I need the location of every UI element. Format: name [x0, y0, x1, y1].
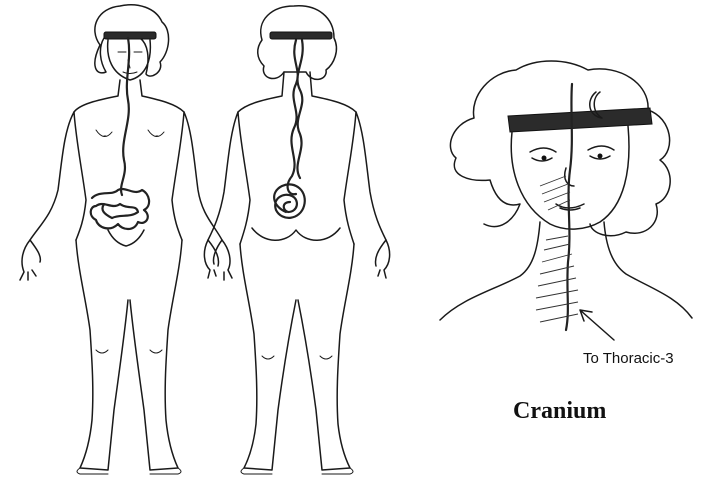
arrow-caption: To Thoracic-3	[583, 350, 723, 367]
closeup-shading	[536, 176, 578, 322]
cranium-closeup-figure	[440, 61, 692, 340]
back-legs	[240, 244, 354, 470]
back-body-figure	[204, 6, 389, 474]
back-left-hand	[204, 240, 218, 278]
front-hair	[95, 5, 169, 76]
front-right-hand	[213, 240, 232, 280]
front-abdominal-coil	[91, 189, 149, 229]
front-left-hand	[20, 240, 40, 280]
front-legs	[76, 240, 182, 470]
back-headband	[270, 32, 332, 39]
closeup-hair	[450, 61, 670, 236]
figure-title: Cranium	[513, 398, 673, 425]
front-headband	[104, 32, 156, 39]
front-meridian-line	[121, 38, 129, 195]
back-meridian-line	[288, 40, 303, 194]
back-sacral-coil	[274, 184, 305, 217]
thoracic-arrow	[580, 310, 614, 340]
back-right-hand	[375, 240, 389, 278]
closeup-headband	[508, 108, 652, 132]
front-body-figure	[20, 5, 232, 474]
